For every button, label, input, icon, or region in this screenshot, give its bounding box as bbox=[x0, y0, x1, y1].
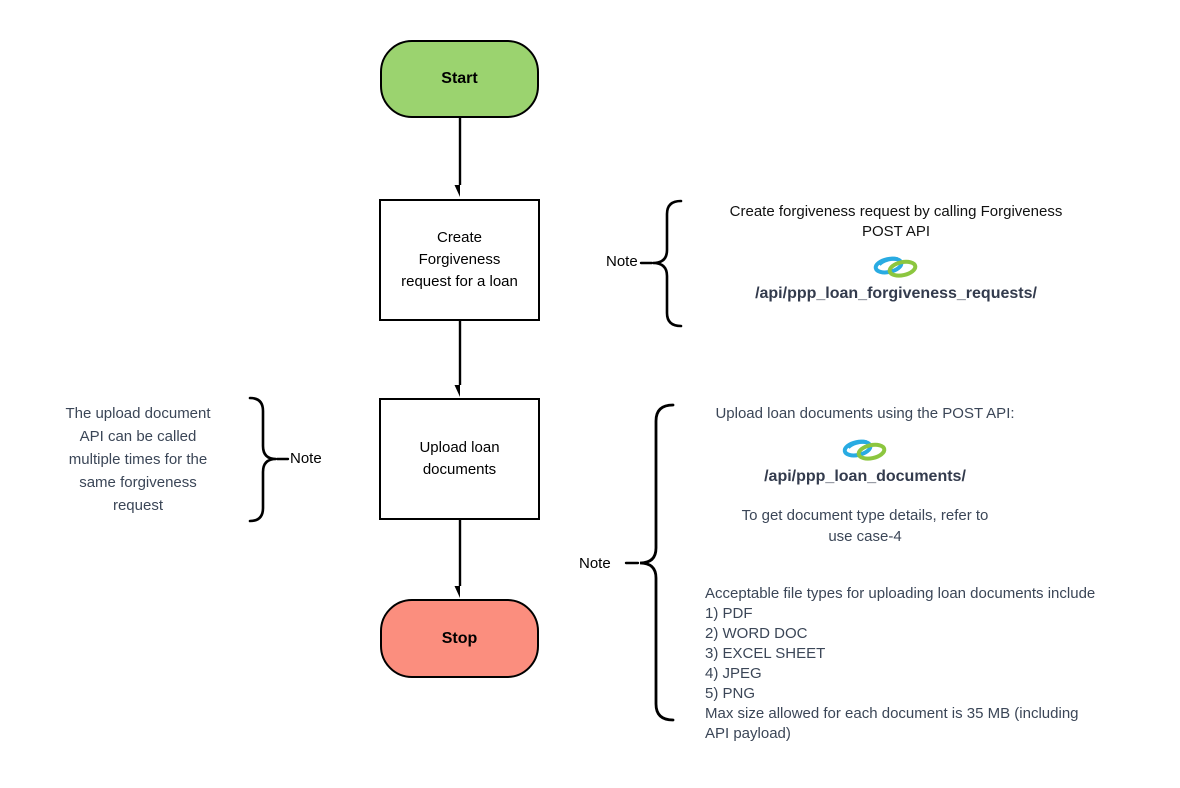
note-label-upload-right: Note bbox=[579, 555, 611, 572]
file-type-item: 2) WORD DOC bbox=[705, 625, 808, 642]
upload-left-note: The upload document API can be called mu… bbox=[28, 402, 248, 517]
upload-api-note: Upload loan documents using the POST API… bbox=[650, 404, 1080, 547]
upload-left-note-line: API can be called bbox=[79, 428, 197, 445]
upload-loan-documents-label: Upload loan documents bbox=[419, 437, 499, 481]
note-label-upload-left: Note bbox=[290, 450, 322, 467]
link-icon[interactable] bbox=[841, 437, 889, 463]
create-api-note: Create forgiveness request by calling Fo… bbox=[686, 202, 1106, 303]
file-type-item: 4) JPEG bbox=[705, 665, 762, 682]
file-types-intro: Acceptable file types for uploading loan… bbox=[705, 585, 1096, 602]
node-label-line: Create bbox=[436, 229, 483, 246]
note-brace-upload-left bbox=[248, 396, 277, 523]
start-node: Start bbox=[380, 40, 539, 118]
create-api-note-heading-line: POST API bbox=[861, 223, 931, 240]
start-node-label: Start bbox=[441, 70, 478, 87]
file-types-list: Acceptable file types for uploading loan… bbox=[705, 584, 1155, 744]
create-forgiveness-request-label: Create Forgiveness request for a loan bbox=[401, 227, 518, 293]
upload-left-note-line: The upload document bbox=[65, 405, 211, 422]
create-api-note-heading-line: Create forgiveness request by calling Fo… bbox=[729, 203, 1063, 220]
file-type-item: 3) EXCEL SHEET bbox=[705, 645, 826, 662]
file-type-item: 5) PNG bbox=[705, 685, 756, 702]
max-size-note-line: API payload) bbox=[705, 725, 791, 742]
stop-node: Stop bbox=[380, 599, 539, 678]
node-label-line: documents bbox=[422, 461, 497, 478]
node-label-line: Forgiveness bbox=[418, 251, 501, 268]
note-brace-create bbox=[652, 199, 683, 328]
node-label-line: Upload loan bbox=[419, 439, 500, 456]
note-label-create: Note bbox=[606, 253, 638, 270]
node-label-line: request for a loan bbox=[401, 273, 518, 290]
document-type-reference-line: use case-4 bbox=[828, 528, 902, 545]
stop-node-label: Stop bbox=[441, 629, 478, 647]
upload-left-note-line: same forgiveness bbox=[79, 474, 197, 491]
upload-left-note-line: multiple times for the bbox=[68, 451, 208, 468]
file-type-item: 1) PDF bbox=[705, 605, 753, 622]
upload-left-note-line: request bbox=[112, 497, 164, 514]
upload-loan-documents-node: Upload loan documents bbox=[379, 398, 540, 520]
api-path-link[interactable]: /api/ppp_loan_forgiveness_requests/ bbox=[755, 285, 1037, 302]
link-icon[interactable] bbox=[872, 254, 920, 280]
max-size-note-line: Max size allowed for each document is 35… bbox=[705, 705, 1079, 722]
upload-api-note-heading: Upload loan documents using the POST API… bbox=[715, 405, 1015, 422]
api-path-link[interactable]: /api/ppp_loan_documents/ bbox=[764, 468, 966, 485]
document-type-reference-line: To get document type details, refer to bbox=[741, 507, 989, 524]
document-type-reference: To get document type details, refer to u… bbox=[650, 505, 1080, 547]
create-forgiveness-request-node: Create Forgiveness request for a loan bbox=[379, 199, 540, 321]
